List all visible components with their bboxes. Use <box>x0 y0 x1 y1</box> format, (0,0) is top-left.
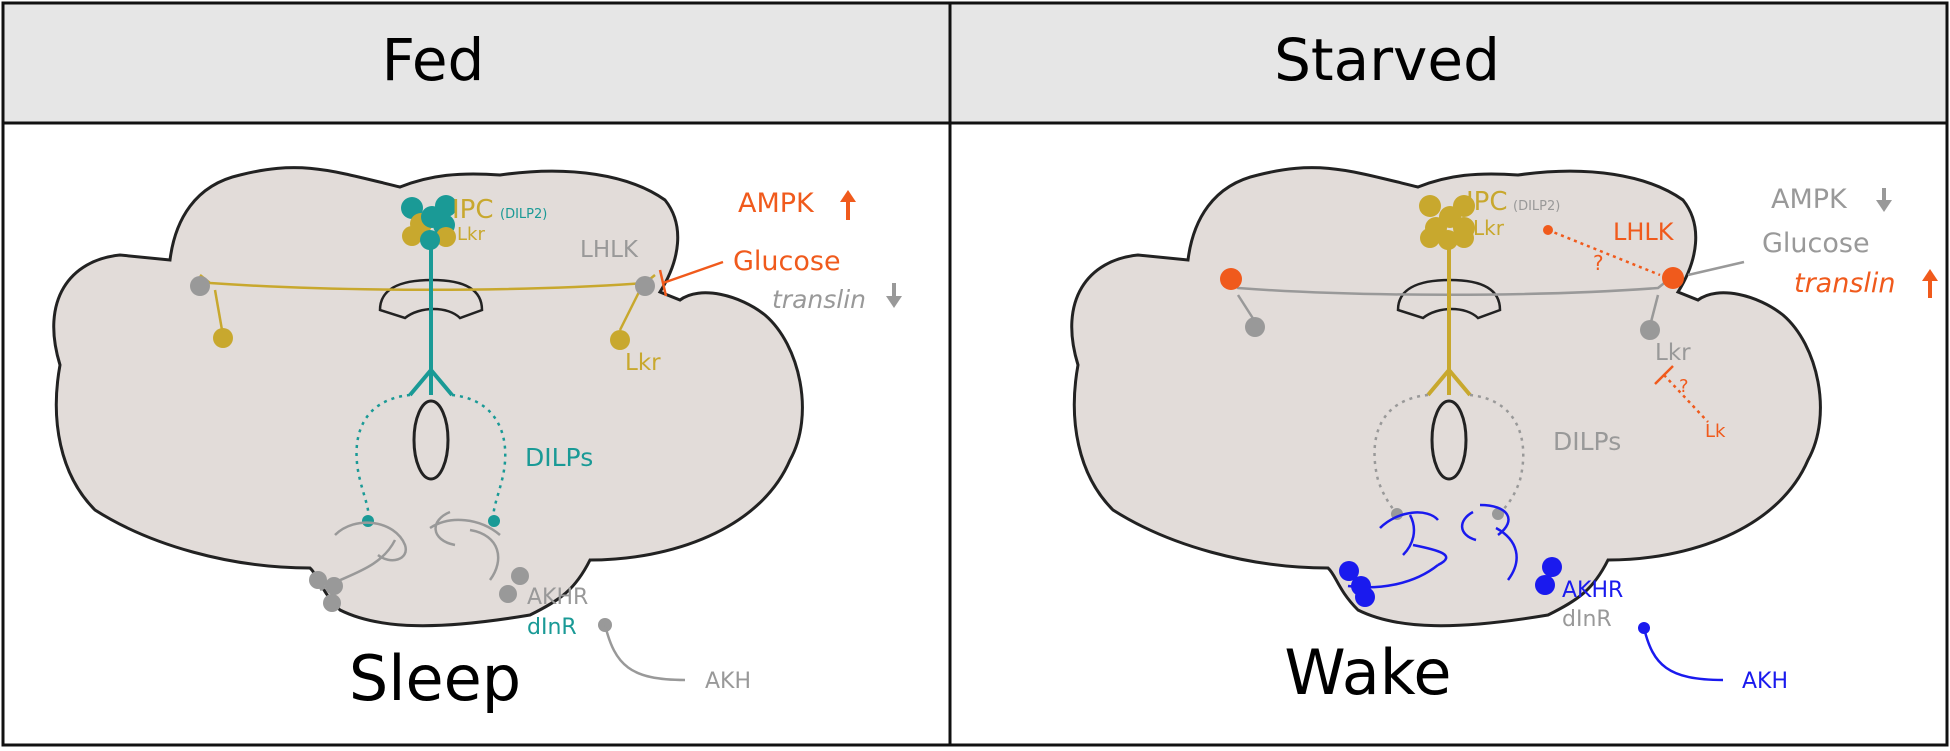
fed-panel: IPC (DILP2) Lkr AMPK LHLK Glucose transl… <box>52 166 902 715</box>
starved-q1-label: ? <box>1593 251 1604 275</box>
fed-akhr-cell <box>323 594 341 612</box>
fed-lhlk-cell-left <box>190 276 210 296</box>
fed-akh-path <box>603 624 686 682</box>
fed-akh-label: AKH <box>705 669 751 694</box>
starved-esophagus <box>1430 399 1468 481</box>
starved-dinr-label: dInR <box>1562 607 1612 632</box>
fed-akhr-cell <box>309 571 327 589</box>
fed-akhr-label: AKHR <box>527 585 588 610</box>
starved-ipc-lkr-label: Lkr <box>1473 216 1505 240</box>
starved-dilp-tract <box>1373 393 1525 514</box>
starved-akhr-cell <box>1339 561 1359 581</box>
fed-lhlk-label: LHLK <box>580 237 639 263</box>
fed-lkr-stem-right <box>618 289 642 331</box>
starved-akhr-cell <box>1355 587 1375 607</box>
fed-glucose-inhibit <box>658 260 724 297</box>
fed-ipc-label: IPC <box>452 195 494 225</box>
fed-dilp-terminal-right <box>488 515 500 527</box>
fed-dilp-terminal-left <box>362 515 374 527</box>
starved-akh-label: AKH <box>1742 669 1788 694</box>
starved-state-label: Wake <box>1284 636 1451 709</box>
fed-lkr-cell-left <box>213 328 233 348</box>
fed-ipc-cluster <box>401 195 457 250</box>
fed-state-label: Sleep <box>349 642 521 715</box>
starved-glucose-inhibit <box>1687 260 1745 277</box>
header-starved: Starved <box>1274 26 1500 94</box>
header-fed: Fed <box>382 26 485 94</box>
starved-lkr-cell-right <box>1640 320 1660 340</box>
fed-ipc-axon <box>408 240 454 397</box>
fed-akhr-cell <box>325 577 343 595</box>
starved-ipc-axon <box>1426 240 1472 397</box>
fed-ampk-up-arrow-icon <box>840 190 856 220</box>
fed-glucose-label: Glucose <box>733 246 841 277</box>
fed-esophagus <box>412 399 450 481</box>
fed-akhr-projection <box>319 510 501 592</box>
starved-translin-up-arrow-icon <box>1922 269 1938 298</box>
fed-lkr-stem-left <box>213 289 224 331</box>
fed-dilp-tract <box>355 393 507 521</box>
starved-akhr-label: AKHR <box>1562 578 1623 603</box>
fed-lkr-label: Lkr <box>625 350 661 376</box>
fed-ampk-label: AMPK <box>738 188 815 219</box>
starved-akhr-projection <box>1347 503 1518 589</box>
starved-panel: IPC (DILP2) Lkr AMPK LHLK ? Glucose tran… <box>1070 166 1938 709</box>
fed-akhr-cell <box>499 585 517 603</box>
starved-translin-label: translin <box>1794 268 1896 299</box>
starved-dilps-label: DILPs <box>1553 427 1621 456</box>
starved-lk-inhibit-bar <box>1654 365 1674 385</box>
starved-lhlk-cell-left <box>1220 268 1242 290</box>
starved-dilp-terminal-right <box>1492 508 1504 520</box>
starved-ipc-lhlk-link <box>1547 228 1661 277</box>
starved-akhr-cell <box>1535 575 1555 595</box>
fed-lhlk-cell-right <box>635 276 655 296</box>
starved-lhlk-label: LHLK <box>1613 218 1675 246</box>
starved-ampk-down-arrow-icon <box>1876 188 1892 212</box>
starved-lkr-stem-left <box>1236 294 1256 321</box>
starved-q2-label: ? <box>1679 376 1689 397</box>
fed-ipc-sub-label: (DILP2) <box>500 207 547 222</box>
fed-dilps-label: DILPs <box>525 443 593 472</box>
starved-ampk-label: AMPK <box>1771 184 1848 215</box>
fed-translin-label: translin <box>772 285 866 314</box>
fed-akhr-cell <box>511 567 529 585</box>
fed-ipc-lkr-label: Lkr <box>457 224 485 245</box>
starved-akh-path <box>1642 627 1724 682</box>
fed-lkr-cell-right <box>610 330 630 350</box>
starved-lhlk-cell-right <box>1662 267 1684 289</box>
starved-ipc-label: IPC <box>1466 187 1508 217</box>
starved-lkr-stem-right <box>1649 294 1660 323</box>
fed-translin-down-arrow-icon <box>886 283 902 308</box>
starved-akhr-cell <box>1542 557 1562 577</box>
starved-glucose-label: Glucose <box>1762 228 1870 259</box>
starved-ipc-sub-label: (DILP2) <box>1513 199 1560 214</box>
starved-lk-label: Lk <box>1705 421 1726 442</box>
starved-lkr-label: Lkr <box>1655 340 1691 366</box>
starved-lkr-cell-left <box>1245 317 1265 337</box>
fed-dinr-label: dInR <box>527 615 577 640</box>
starved-ipc-cluster <box>1419 195 1475 250</box>
header-bar <box>3 3 1947 123</box>
